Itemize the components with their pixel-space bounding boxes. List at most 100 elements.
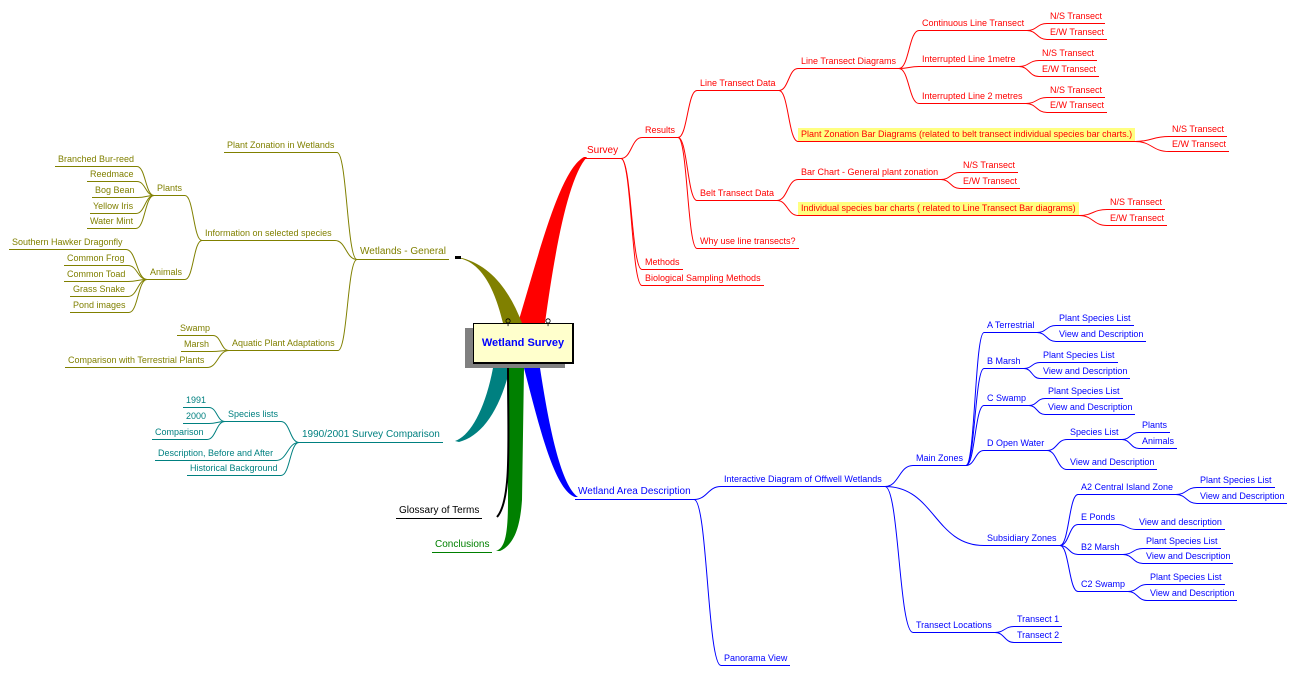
node-line-transect-diagrams[interactable]: Line Transect Diagrams: [798, 55, 900, 69]
node-swamp[interactable]: Swamp: [177, 322, 214, 336]
node-conclusions[interactable]: Conclusions: [432, 539, 493, 553]
node-branched-bur-reed[interactable]: Branched Bur-reed: [55, 153, 138, 167]
node-plant-zonation[interactable]: Plant Zonation in Wetlands: [224, 139, 338, 153]
connector-line: [1059, 545, 1079, 592]
node-survey[interactable]: Survey: [584, 145, 622, 159]
node-bog-bean[interactable]: Bog Bean: [92, 184, 138, 198]
node-why-line-transects[interactable]: Why use line transects?: [697, 235, 799, 249]
node-comparison-terrestrial[interactable]: Comparison with Terrestrial Plants: [65, 354, 208, 368]
node-southern-hawker-dragonfly[interactable]: Southern Hawker Dragonfly: [9, 236, 126, 250]
node-2000[interactable]: 2000: [183, 410, 210, 424]
node-grass-snake[interactable]: Grass Snake: [70, 283, 129, 297]
connector-line: [776, 200, 799, 216]
node-view-and-description[interactable]: View and Description: [1067, 456, 1158, 470]
node-aquatic-plant-adaptations[interactable]: Aquatic Plant Adaptations: [229, 337, 338, 351]
node-panorama-view[interactable]: Panorama View: [721, 652, 791, 666]
node-transect-1[interactable]: Transect 1: [1014, 613, 1063, 627]
node-plant-species-list[interactable]: Plant Species List: [1143, 535, 1221, 549]
node-ns-transect[interactable]: N/S Transect: [960, 159, 1019, 173]
node-pond-images[interactable]: Pond images: [70, 299, 129, 313]
node-wetland-area-description[interactable]: Wetland Area Description: [575, 486, 694, 500]
connector-line: [940, 172, 961, 180]
node-plant-species-list[interactable]: Plant Species List: [1045, 385, 1123, 399]
node-ew-transect[interactable]: E/W Transect: [1039, 63, 1100, 77]
node-plant-species-list[interactable]: Plant Species List: [1040, 349, 1118, 363]
connector-line: [965, 368, 985, 466]
node-plants[interactable]: Plants: [1139, 419, 1171, 433]
node-ns-transect[interactable]: N/S Transect: [1039, 47, 1098, 61]
node-ew-transect[interactable]: E/W Transect: [1047, 26, 1108, 40]
node-view-and-description[interactable]: View and Description: [1143, 550, 1234, 564]
node-interrupted-line-2m[interactable]: Interrupted Line 2 metres: [919, 90, 1026, 104]
node-plant-species-list[interactable]: Plant Species List: [1197, 474, 1275, 488]
node-ns-transect[interactable]: N/S Transect: [1047, 84, 1106, 98]
node-view-and-description[interactable]: View and Description: [1197, 490, 1288, 504]
node-line-transect-data[interactable]: Line Transect Data: [697, 77, 779, 91]
connector-line: [1175, 494, 1198, 504]
node-ew-transect[interactable]: E/W Transect: [1169, 138, 1230, 152]
node-biological-sampling-methods[interactable]: Biological Sampling Methods: [642, 272, 764, 286]
node-c-swamp[interactable]: C Swamp: [984, 392, 1030, 406]
node-yellow-iris[interactable]: Yellow Iris: [90, 200, 137, 214]
node-water-mint[interactable]: Water Mint: [87, 215, 137, 229]
node-transect-locations[interactable]: Transect Locations: [913, 619, 995, 633]
connector-line: [1028, 405, 1046, 415]
node-ew-transect[interactable]: E/W Transect: [1107, 212, 1168, 226]
node-survey-comparison[interactable]: 1990/2001 Survey Comparison: [299, 429, 443, 443]
node-view-and-description[interactable]: View and Description: [1040, 365, 1131, 379]
node-a-terrestrial[interactable]: A Terrestrial: [984, 319, 1038, 333]
node-common-frog[interactable]: Common Frog: [64, 252, 128, 266]
node-individual-species-bar-charts[interactable]: Individual species bar charts ( related …: [798, 202, 1079, 216]
connector-line: [337, 259, 358, 351]
node-wetlands-general[interactable]: Wetlands - General: [357, 246, 449, 260]
node-interactive-diagram[interactable]: Interactive Diagram of Offwell Wetlands: [721, 473, 885, 487]
node-1991[interactable]: 1991: [183, 394, 210, 408]
connector-line: [884, 486, 985, 546]
node-animals[interactable]: Animals: [147, 266, 186, 280]
node-species-lists[interactable]: Species lists: [225, 408, 282, 422]
node-view-and-description[interactable]: View and Description: [1056, 328, 1147, 342]
node-ew-transect[interactable]: E/W Transect: [960, 175, 1021, 189]
node-ns-transect[interactable]: N/S Transect: [1107, 196, 1166, 210]
node-ns-transect[interactable]: N/S Transect: [1047, 10, 1106, 24]
node-transect-2[interactable]: Transect 2: [1014, 629, 1063, 643]
node-common-toad[interactable]: Common Toad: [64, 268, 129, 282]
node-animals[interactable]: Animals: [1139, 435, 1178, 449]
node-plants[interactable]: Plants: [154, 182, 186, 196]
node-a2-central-island-zone[interactable]: A2 Central Island Zone: [1078, 481, 1177, 495]
node-belt-transect-data[interactable]: Belt Transect Data: [697, 187, 778, 201]
branch-survey: [518, 157, 587, 323]
node-reedmace[interactable]: Reedmace: [87, 168, 137, 182]
node-view-and-description[interactable]: View and Description: [1147, 587, 1238, 601]
node-plant-species-list[interactable]: Plant Species List: [1147, 571, 1225, 585]
node-results[interactable]: Results: [642, 124, 679, 138]
node-view-and-description[interactable]: View and Description: [1045, 401, 1136, 415]
node-e-ponds[interactable]: E Ponds: [1078, 511, 1119, 525]
node-methods[interactable]: Methods: [642, 256, 683, 270]
node-view-and-description[interactable]: View and description: [1136, 516, 1225, 530]
node-ew-transect[interactable]: E/W Transect: [1047, 99, 1108, 113]
node-interrupted-line-1m[interactable]: Interrupted Line 1metre: [919, 53, 1019, 67]
node-plant-zonation-bar-diagrams[interactable]: Plant Zonation Bar Diagrams (related to …: [798, 128, 1136, 142]
node-continuous-line-transect[interactable]: Continuous Line Transect: [919, 17, 1028, 31]
node-comparison[interactable]: Comparison: [152, 426, 207, 440]
connector-line: [127, 279, 148, 297]
node-information-selected-species[interactable]: Information on selected species: [202, 227, 335, 241]
node-plant-species-list[interactable]: Plant Species List: [1056, 312, 1134, 326]
central-topic[interactable]: Wetland Survey ⚲ ⚲: [465, 317, 574, 368]
node-bar-chart-general[interactable]: Bar Chart - General plant zonation: [798, 166, 942, 180]
node-c2-swamp[interactable]: C2 Swamp: [1078, 578, 1129, 592]
node-subsidiary-zones[interactable]: Subsidiary Zones: [984, 532, 1060, 546]
node-main-zones[interactable]: Main Zones: [913, 452, 967, 466]
node-ns-transect[interactable]: N/S Transect: [1169, 123, 1228, 137]
node-marsh[interactable]: Marsh: [181, 338, 213, 352]
node-b-marsh[interactable]: B Marsh: [984, 355, 1024, 369]
node-glossary[interactable]: Glossary of Terms: [396, 505, 483, 519]
node-description-before-after[interactable]: Description, Before and After: [155, 447, 277, 461]
node-species-list[interactable]: Species List: [1067, 426, 1122, 440]
node-historical-background[interactable]: Historical Background: [187, 462, 281, 476]
connector-line: [1028, 398, 1046, 406]
node-b2-marsh[interactable]: B2 Marsh: [1078, 541, 1123, 555]
lamp-icon: ⚲: [504, 317, 512, 327]
node-d-open-water[interactable]: D Open Water: [984, 437, 1048, 451]
